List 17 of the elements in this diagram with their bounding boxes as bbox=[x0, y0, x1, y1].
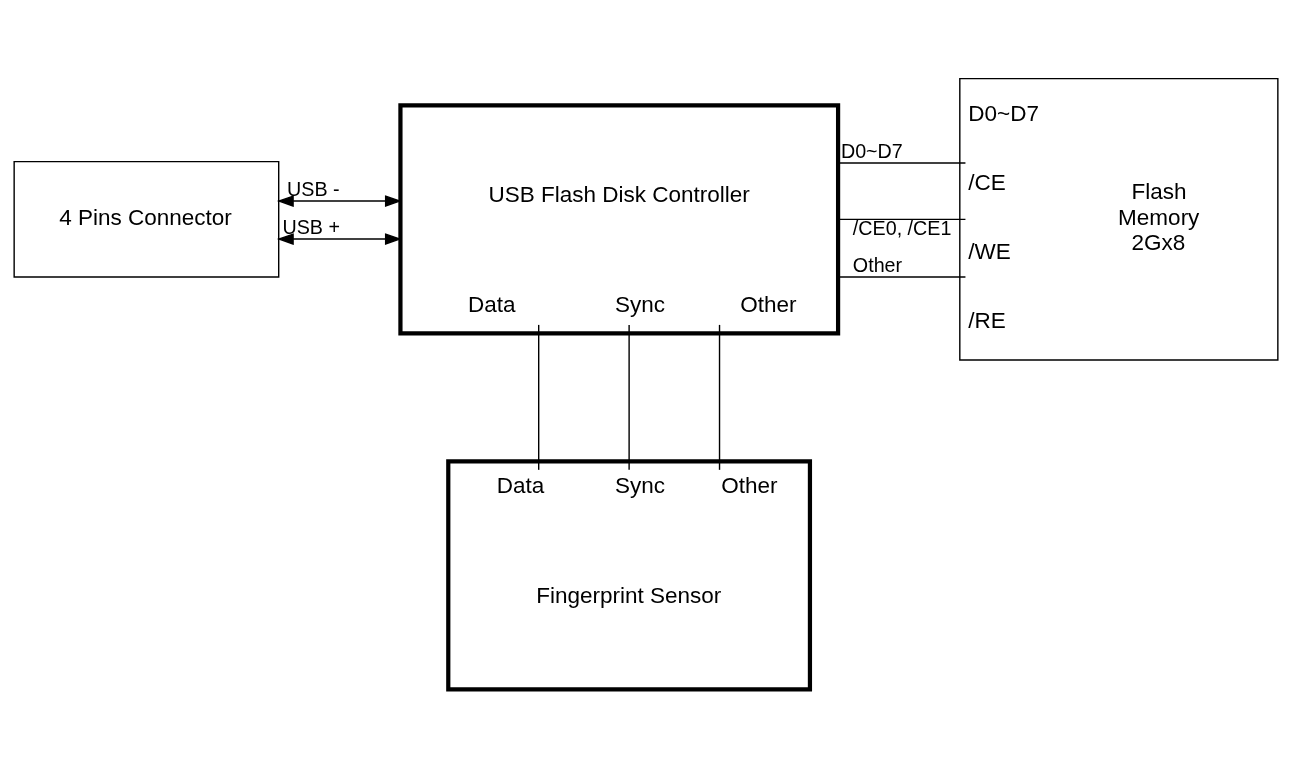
node-box: USB Flash Disk Controller Data Sync Other bbox=[398, 102, 841, 335]
arrow bbox=[276, 232, 402, 245]
edge-label: USB - bbox=[287, 177, 340, 200]
connector bbox=[838, 161, 967, 164]
connector bbox=[628, 323, 630, 471]
connector bbox=[838, 218, 967, 220]
edge-label: D0~D7 bbox=[840, 139, 903, 162]
node-box: D0~D7 Flash Memory 2Gx8 /CE /WE /RE bbox=[959, 77, 1279, 361]
edge-label: USB + bbox=[282, 215, 340, 238]
node-box: 4 Pins Connector bbox=[13, 160, 280, 278]
edge-label: /CE0, /CE1 bbox=[852, 216, 952, 239]
connector bbox=[718, 323, 721, 471]
connector bbox=[838, 275, 967, 278]
connector bbox=[538, 323, 540, 471]
node-box: Data Sync Other Fingerprint Sensor bbox=[446, 458, 813, 691]
arrow bbox=[276, 194, 402, 207]
edge-label: Other bbox=[852, 253, 903, 276]
